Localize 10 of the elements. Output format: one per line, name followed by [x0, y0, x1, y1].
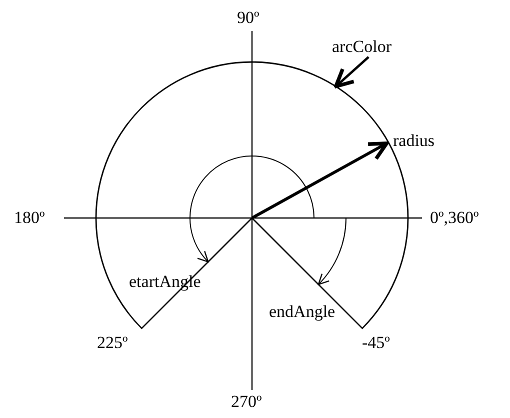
radius-label: radius: [393, 131, 435, 151]
angle-label: 180º: [14, 208, 45, 228]
parameter-label: endAngle: [269, 302, 336, 322]
angle-label: 270º: [231, 392, 262, 412]
angle-label: 90º: [237, 8, 260, 28]
angle-label: 0º,360º: [430, 208, 479, 228]
angle-label: -45º: [362, 333, 390, 353]
callout-text: arcColor: [332, 37, 392, 57]
angle-label: 225º: [97, 333, 128, 353]
leader-arrow: [334, 56, 370, 88]
